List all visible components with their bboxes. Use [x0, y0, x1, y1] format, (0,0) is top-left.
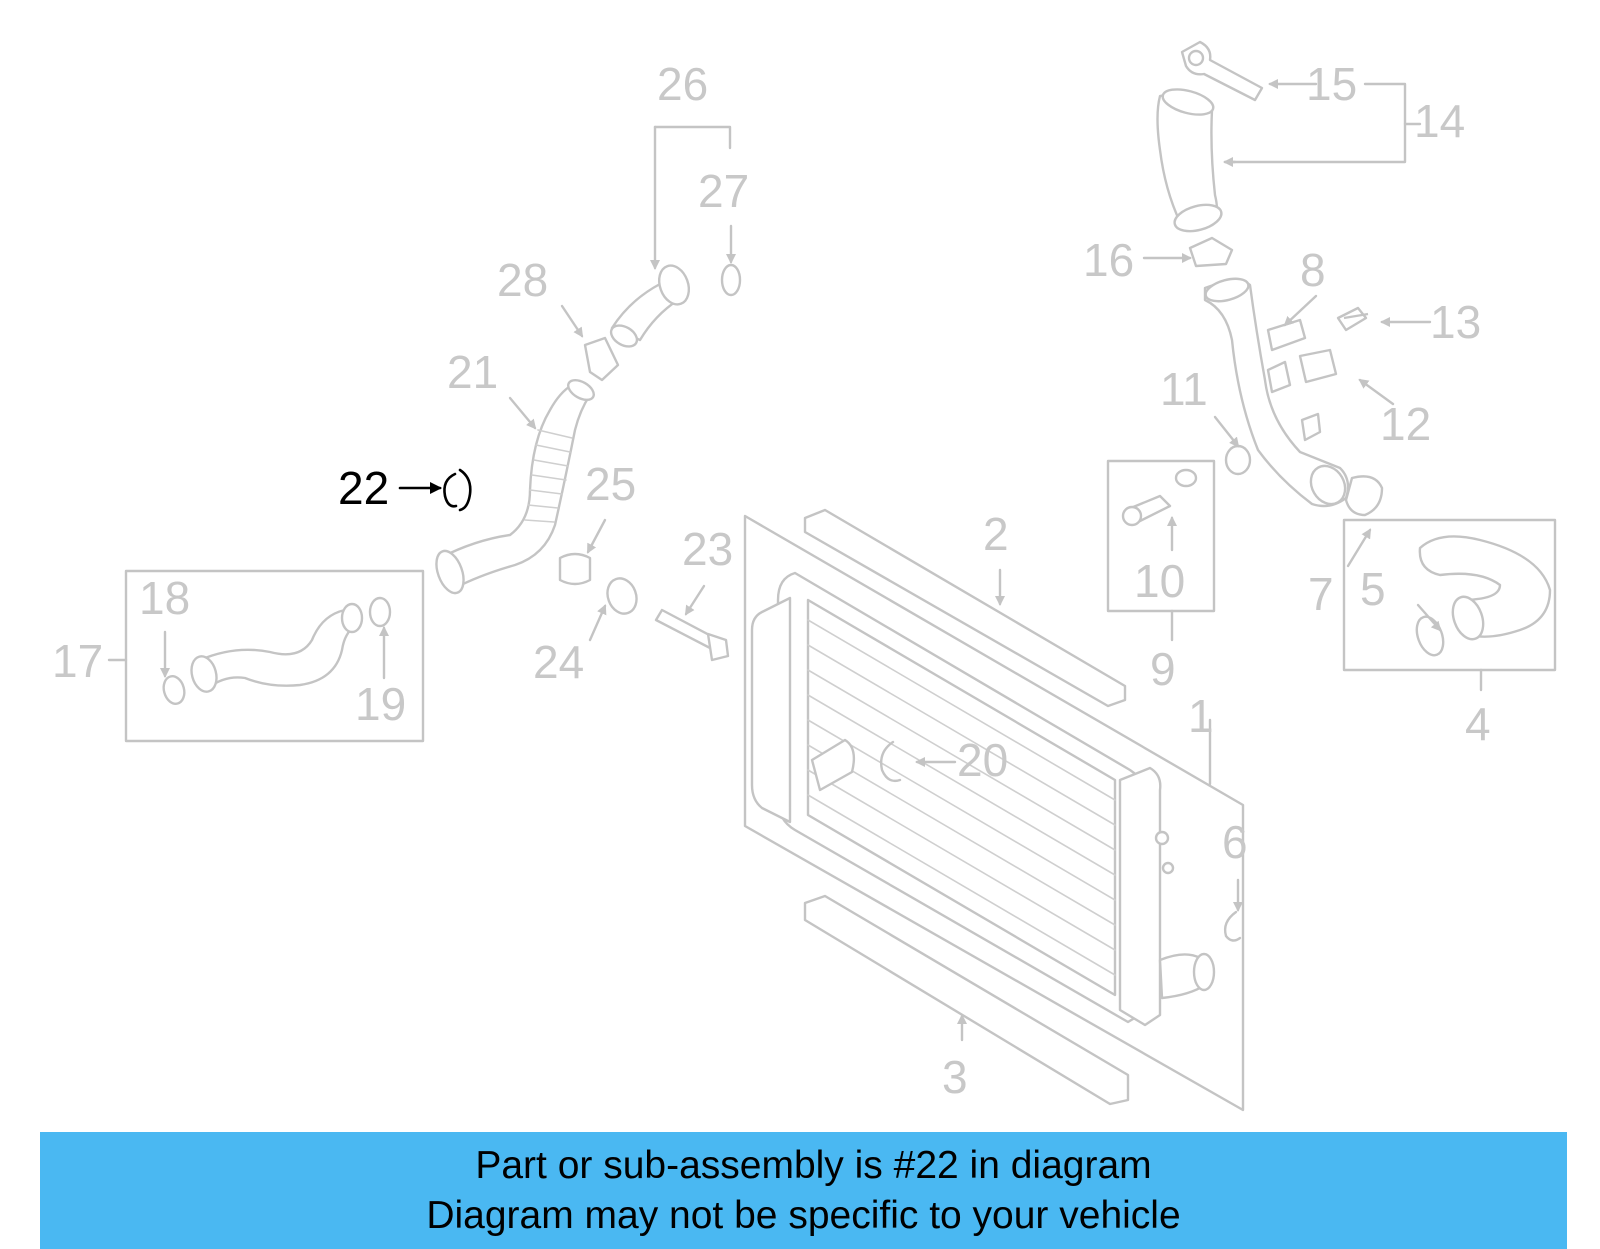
callout-25: 25 [585, 458, 636, 510]
upper-right-hose-assembly [1156, 40, 1384, 517]
callout-17: 17 [52, 635, 103, 687]
highlighted-part-22[interactable] [398, 468, 472, 512]
callout-14: 14 [1414, 95, 1465, 147]
callout-26: 26 [657, 58, 708, 110]
callout-24: 24 [533, 636, 584, 688]
callout-20: 20 [957, 734, 1008, 786]
callout-28: 28 [497, 254, 548, 306]
callout-18: 18 [139, 572, 190, 624]
banner-part-line: Part or sub-assembly is #22 in diagram [475, 1143, 1152, 1187]
bottom-air-deflector [803, 894, 1130, 1106]
callout-10: 10 [1134, 555, 1185, 607]
callout-4: 4 [1465, 698, 1491, 750]
callout-8: 8 [1300, 244, 1326, 296]
leader-lines [107, 79, 1483, 1042]
clamp-22-icon[interactable] [443, 472, 458, 508]
callout-11: 11 [1160, 363, 1208, 415]
lower-right-hose-box [1342, 518, 1557, 672]
callout-6: 6 [1222, 816, 1248, 868]
callout-13: 13 [1430, 296, 1481, 348]
callout-15: 15 [1306, 58, 1357, 110]
top-air-deflector [803, 508, 1127, 708]
callout-21: 21 [447, 346, 498, 398]
callout-9: 9 [1150, 643, 1176, 695]
callout-2: 2 [983, 508, 1009, 560]
callout-22: 22 [338, 462, 389, 514]
callout-labels: 1 2 3 4 5 6 7 8 9 10 11 12 13 14 15 16 1… [52, 58, 1491, 1103]
callout-16: 16 [1083, 234, 1134, 286]
info-banner: Part or sub-assembly is #22 in diagram D… [40, 1132, 1567, 1249]
sensor-box [1106, 459, 1216, 613]
banner-disclaimer-line: Diagram may not be specific to your vehi… [426, 1193, 1181, 1237]
callout-12: 12 [1380, 398, 1431, 450]
callout-19: 19 [355, 678, 406, 730]
left-hose-assembly [435, 263, 742, 662]
callout-7: 7 [1308, 568, 1334, 620]
callout-23: 23 [682, 523, 733, 575]
clip-20 [879, 740, 902, 783]
callout-5: 5 [1360, 563, 1386, 615]
clip-6 [1223, 910, 1242, 942]
intercooler-assembly [743, 514, 1245, 1112]
callout-1: 1 [1188, 690, 1214, 742]
callout-27: 27 [698, 165, 749, 217]
callout-3: 3 [942, 1051, 968, 1103]
